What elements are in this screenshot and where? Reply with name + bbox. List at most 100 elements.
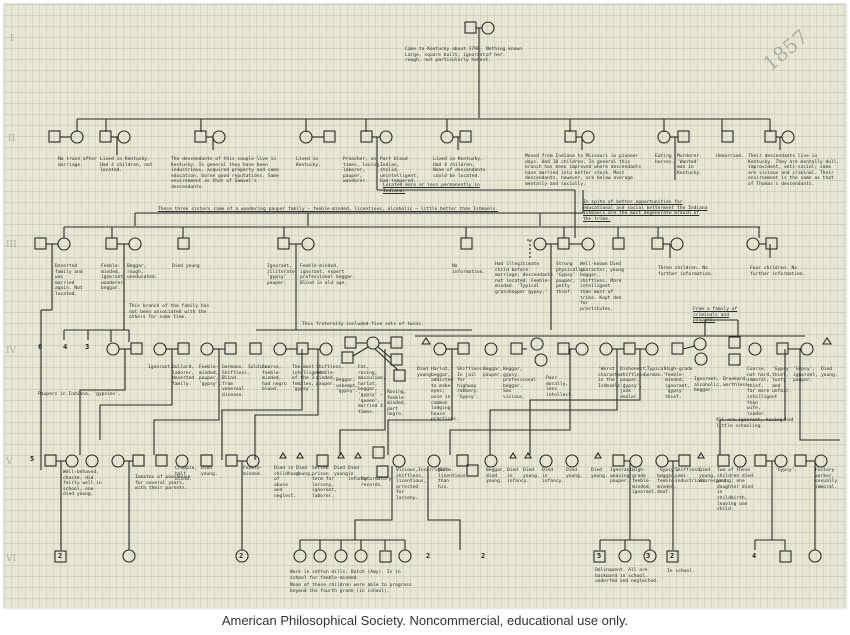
all-ignorant-note: All are ignorant, having had little scho… [716,418,794,429]
gen4-note-12: Died young. [417,367,434,378]
gen3-note-12: Three children. No further information. [658,266,714,277]
gen3-note-6: Feeble-minded, ignorant, expert professi… [300,264,356,286]
paupers-indiana-note: Paupers in Indiana, 'gypsies'. [38,392,121,397]
generation-label-1: I [10,34,14,44]
gen5-note-28: Factory worker, sexually immoral. [815,468,838,490]
gen4-note-6: Coarse, feeble-minded, had negro blood. [262,365,287,393]
gen5-note-4: Died young. [201,466,218,477]
gen3-note-1: Deserted family and was married again. N… [55,264,83,297]
gen4-note-14: Shiftless. In jail for highway robbery. … [457,367,485,400]
gen4-note-23: Drunkard, worthless. [723,377,751,388]
gen3-note-8: Had illegitimate child before marriage; … [495,262,554,295]
generation-label-3: III [6,240,17,250]
criminals-family-note: From a family of criminals and paupers. [693,307,738,324]
gen6-note-4: In school. [667,569,695,574]
generation-label-4: IV [6,346,17,356]
branch-note: This branch of the family has not been a… [129,304,210,321]
gen4-note-1: Ignorant. [148,365,173,370]
copyright-footer: American Philosophical Society. Noncomme… [221,613,629,628]
gen5-note-16: Died in infancy. [507,468,530,485]
gen5-note-21: Ignorant, weaving-pauper. [610,468,635,485]
gen5-note-1: Well-behaved, chaste, did fairly well in… [63,470,102,498]
gen5-note-3: Cripple, half blind. [175,466,198,483]
gen5-note-23: 'Gypsy', beggar, feeble-minded, deaf. [657,468,680,496]
gen6-count-8: 4 [752,552,757,560]
gen5-note-25: Died young, disrespect. [699,468,730,485]
count-4: 4 [63,343,68,351]
pedigree-sheet [4,4,846,608]
gen4-note-26: 'Gypsy', ignorant, pauper. [793,367,818,384]
gen2-note-5: Preacher, on times, loving laborer, paup… [343,157,379,185]
gen5-note-7: Died young. [296,466,313,477]
gen4-note-4: Germans. Shiftless. Blind from venereal … [222,365,250,398]
gen5-note-12: Vicious, shiftless, licentious, arrested… [396,468,427,501]
gen2-note-6: Part blood Indian, stolid, unintelligent… [380,157,419,185]
gen5-note-27: 'Gypsy'. [775,468,798,473]
gen3-note-10: Well-known character, beggar, shiftless.… [580,262,622,312]
gen4-note-8: Shiftless, feeble-minded, pauper. [316,365,344,387]
gen4-note-2: Dullard, laborer, deserted family. [172,365,195,387]
gen5-note-20: Died young. [591,468,608,479]
gen5-note-24: Shiftless, semi-industrious. [675,468,709,485]
gen2-note-8: Located more or less permanently in Indi… [383,183,480,194]
generation-label-6: VI [6,554,17,564]
gen2-note-2: Lived in Kentucky. Had 4 children, not l… [100,157,153,174]
gen5-note-11: Reformatory records. [361,477,392,488]
indiana-ishmaels-note: In spite of better opportunities for edu… [583,200,708,222]
generation-label-5: V [6,457,13,467]
count-3: 3 [85,343,90,351]
gen4-note-7: The most intelligent of the 3 females, '… [292,365,323,393]
gen6-count-6: 3 [646,552,651,560]
gen2-note-9: Moved from Indiana to Missouri in pionee… [525,154,642,187]
gen3-note-3: Beggar, rough, uneducated. [127,264,158,281]
gen6-count-1: 2 [58,552,63,560]
gen5-note-14: More licentious than his. [438,468,466,490]
gen5-note-10: Died in infancy. [348,466,371,483]
gen4-note-18: 'Worst character in the Ishmaels.' [598,367,626,389]
gen4-note-22: Ignorant, alcoholic, beggar. [694,377,722,394]
gen4-note-13: Harlot, beggar, addicted to make-eyes; o… [431,367,459,423]
founder-male-note: Came to Kentucky about 1790. Large, squa… [405,47,491,64]
gen3-note-5: Ignorant, illiterate, 'gypsy' pauper. [267,264,298,286]
gen6-count-3: 2 [426,552,431,560]
gen4-note-9: Beggar, unkempt, 'gypsy'. [336,378,359,395]
three-sisters-banner: These three sisters came of a wandering … [158,207,499,212]
gen4-note-24: Coarse, not hard, immoral, thief, far mo… [747,367,778,417]
gen2-note-7: Lived in Kentucky. Had 4 children. None … [433,157,486,179]
gen5-note-19: Died young. [566,468,583,479]
gen2-note-11: Murderer. 'Wanted' man in Kentucky. [677,154,702,176]
gen6-note-3: Delinquent. All are backward in school, … [595,568,659,585]
gen5-note-13: Incorrigible. [418,468,454,473]
male-symbol [464,21,477,34]
fraternity-twins-note: This fraternity included five sets of tw… [302,322,424,327]
gen4-note-15: Beggar, pauper. [483,367,503,378]
gen5-note-8: Served prison term for larceny, ignorant… [312,466,337,499]
founder-female-note: Nothing known of her. [486,47,522,58]
gen5-note-22: High-grade feeble-minded, ignorant. [632,468,657,496]
gen3-note-11: Died young [610,262,624,273]
gen4-note-3: Feeble-minded, pauper, 'gypsy'. [199,365,222,387]
generation-label-2: II [8,134,16,144]
gen3-note-2: Feeble-minded, ignorant, wanderer, begga… [101,264,126,292]
gen3-note-13: Four children. No further information. [750,266,806,277]
gen5-note-18: Died in infancy. [542,468,565,485]
gen5-note-6: Died in childhood of abuse and neglect. [274,466,299,499]
gen4-note-27: Died young. [821,367,838,378]
gen4-note-11: Roving, feeble-minded, part negro. [387,390,407,418]
gen4-note-20: 'Typical German.' [644,367,667,378]
gen5-note-5: Feeble-minded. [243,466,263,477]
gen4-note-21: High-grade feeble-minded, ignorant, 'gyp… [665,367,693,400]
gen6-count-7: 2 [670,552,675,560]
gen6-note-2: None of these children were able to prog… [290,583,412,594]
gen2-note-3: The descendants of this couple live in K… [171,157,279,190]
gen2-note-10: Eating horses. [655,154,675,165]
gen4-note-10: Fat, roving, masculine, harlot, beggar, … [358,365,386,415]
gen2-note-1: No trace after marriage. [58,157,97,168]
count-6: 6 [38,343,43,351]
gen6-count-5: 5 [597,552,602,560]
gen6-count-4: 2 [481,552,486,560]
gen5-note-17: Died young. [523,468,540,479]
gen5-note-2: Inmates of poorhouse for several years, … [135,475,191,492]
female-symbol [481,21,495,35]
